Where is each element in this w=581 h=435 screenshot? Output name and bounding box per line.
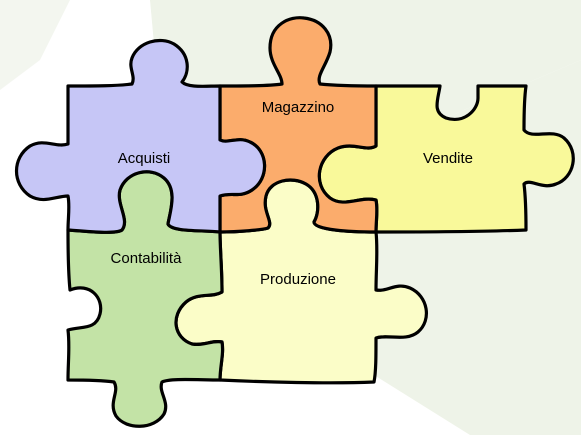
label-produzione: Produzione bbox=[260, 271, 336, 288]
label-vendite: Vendite bbox=[423, 150, 473, 167]
label-contabilita: Contabilità bbox=[111, 250, 183, 267]
label-magazzino: Magazzino bbox=[262, 99, 335, 116]
puzzle-piece-acquisti bbox=[15, 38, 267, 234]
label-acquisti: Acquisti bbox=[118, 150, 171, 167]
